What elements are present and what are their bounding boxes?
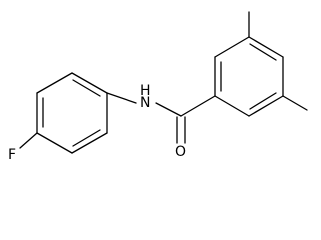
double-bond-inner (249, 92, 277, 110)
double-bond-inner (72, 129, 101, 147)
atom-label-fluorine: F (8, 147, 16, 163)
atom-label-nitrogen: N (140, 95, 150, 111)
dimethylphenyl-ring (214, 36, 284, 117)
c-f-bond (19, 132, 38, 149)
bond (248, 36, 284, 58)
chemical-structure: F N H O (8, 11, 308, 163)
bond (248, 95, 284, 117)
double-bond-inner (72, 79, 101, 97)
atom-label-hydrogen: H (140, 83, 151, 99)
bond (214, 95, 250, 117)
bond (214, 36, 250, 58)
n-c-bond (155, 102, 182, 117)
c-n-bond (106, 92, 137, 104)
bond (71, 72, 108, 94)
bond (36, 72, 73, 94)
double-bond-inner (249, 43, 277, 61)
fluorophenyl-ring (36, 72, 108, 154)
bond (36, 132, 73, 154)
bond (71, 132, 108, 154)
atom-label-oxygen: O (175, 144, 186, 160)
carbonyl-ring-bond (180, 95, 216, 117)
methyl-bond-right (282, 95, 308, 111)
